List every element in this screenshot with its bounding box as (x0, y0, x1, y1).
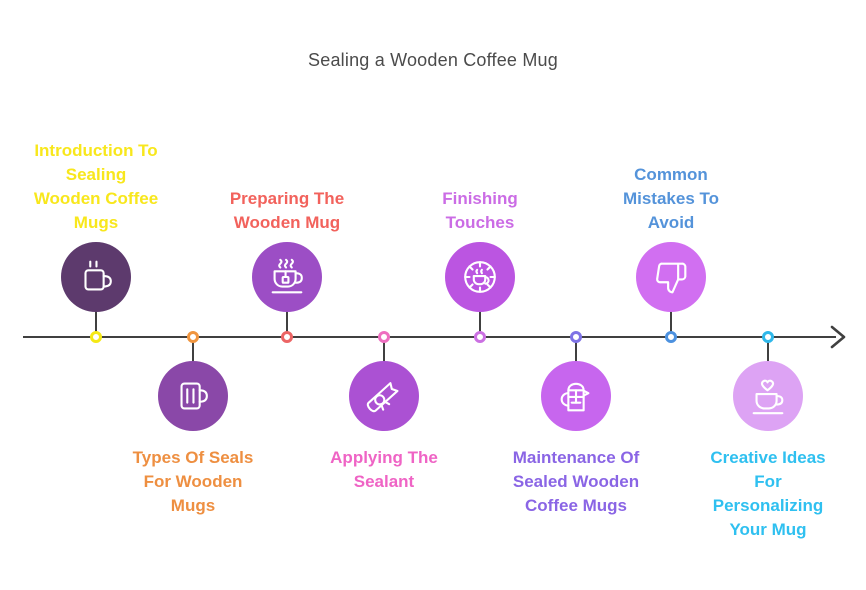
connector-line (383, 337, 385, 363)
diploma-seal-icon (366, 382, 399, 413)
steaming-mug-icon (84, 260, 112, 291)
step-label: Preparing The Wooden Mug (229, 189, 345, 232)
timeline-line (23, 336, 836, 338)
timeline-dot (187, 331, 199, 343)
beer-mug-icon (180, 382, 208, 410)
step-label: Types Of Seals For Wooden Mugs (132, 448, 254, 515)
timeline-dot (762, 331, 774, 343)
step-label: Maintenance Of Sealed Wooden Coffee Mugs (512, 448, 640, 515)
french-press-icon (560, 382, 590, 412)
step-applying-sealant: Applying The Sealant (289, 0, 479, 590)
step-circle (636, 242, 706, 312)
step-introduction: Introduction To Sealing Wooden Coffee Mu… (1, 0, 191, 590)
connector-line (575, 337, 577, 363)
step-circle (158, 361, 228, 431)
step-circle (445, 242, 515, 312)
teacup-teabag-icon (271, 258, 303, 294)
step-label: Finishing Touches (442, 189, 518, 232)
step-label: Creative Ideas For Personalizing Your Mu… (710, 448, 826, 539)
connector-line (95, 310, 97, 337)
step-finishing-touches: Finishing Touches (385, 0, 575, 590)
connector-line (192, 337, 194, 363)
timeline-dot (90, 331, 102, 343)
arrowhead-icon (830, 325, 846, 349)
step-circle (541, 361, 611, 431)
connector-line (670, 310, 672, 337)
step-label: Introduction To Sealing Wooden Coffee Mu… (33, 141, 159, 232)
page-title: Sealing a Wooden Coffee Mug (308, 50, 558, 70)
connector-line (286, 310, 288, 337)
step-creative-ideas: Creative Ideas For Personalizing Your Mu… (673, 0, 863, 590)
step-circle (61, 242, 131, 312)
step-types-of-seals: Types Of Seals For Wooden Mugs (98, 0, 288, 590)
step-circle (733, 361, 803, 431)
step-circle (349, 361, 419, 431)
step-label: Applying The Sealant (330, 448, 438, 491)
step-circle (252, 242, 322, 312)
timeline-dot (665, 331, 677, 343)
heart-cup-icon (752, 379, 784, 415)
timeline-dot (570, 331, 582, 343)
timeline-dot (281, 331, 293, 343)
step-preparing: Preparing The Wooden Mug (192, 0, 382, 590)
connector-line (479, 310, 481, 337)
thumbs-down-icon (656, 262, 687, 294)
step-common-mistakes: Common Mistakes To Avoid (576, 0, 766, 590)
step-maintenance: Maintenance Of Sealed Wooden Coffee Mugs (481, 0, 671, 590)
timeline-dot (378, 331, 390, 343)
timeline-dot (474, 331, 486, 343)
step-label: Common Mistakes To Avoid (622, 165, 720, 232)
connector-line (767, 337, 769, 363)
coffee-clock-icon (464, 261, 496, 293)
